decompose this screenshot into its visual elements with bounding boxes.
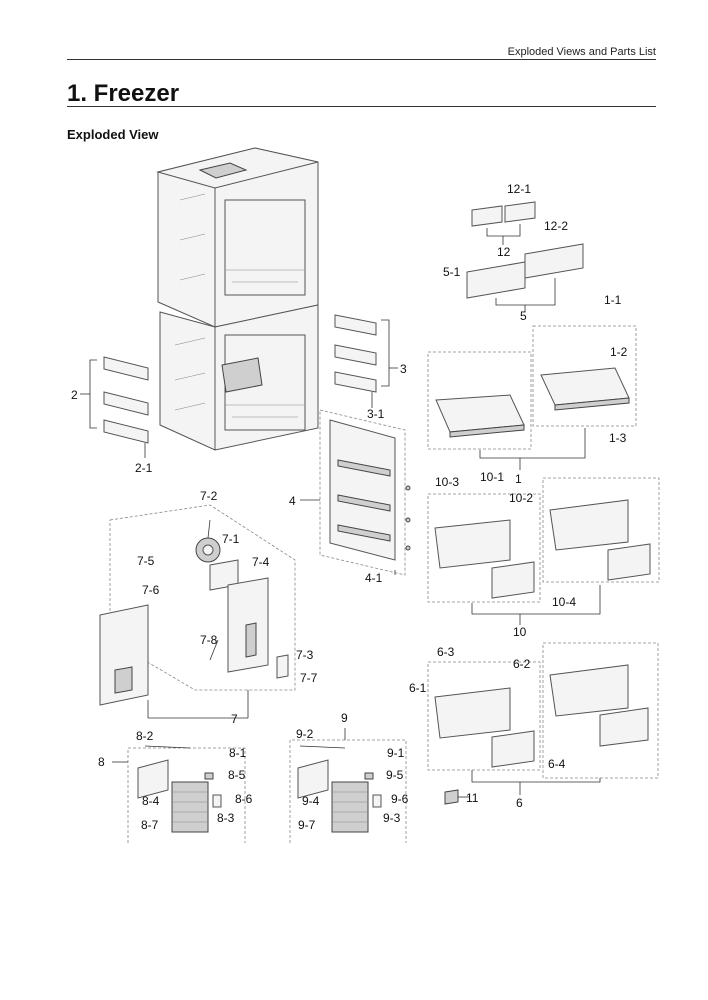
header-divider [67, 59, 656, 60]
label-5: 5 [520, 309, 527, 323]
label-10-3: 10-3 [435, 475, 459, 489]
top-brackets [466, 201, 584, 312]
label-9: 9 [341, 711, 348, 725]
label-10-2: 10-2 [509, 491, 533, 505]
title-divider [67, 106, 656, 107]
label-10: 10 [513, 625, 527, 639]
evaporator-assembly-left [112, 745, 246, 843]
label-6-2: 6-2 [513, 657, 531, 671]
label-1: 1 [515, 472, 522, 486]
label-8-4: 8-4 [142, 794, 160, 808]
label-3: 3 [400, 362, 407, 376]
section-title: Exploded View [67, 127, 159, 142]
label-2-1: 2-1 [135, 461, 153, 475]
clip-part [444, 789, 470, 805]
label-9-3: 9-3 [383, 811, 401, 825]
label-12-2: 12-2 [544, 219, 568, 233]
label-11: 11 [466, 791, 479, 805]
label-1-2: 1-2 [610, 345, 628, 359]
section-header: Exploded Views and Parts List [507, 46, 656, 58]
label-9-5: 9-5 [386, 768, 404, 782]
left-rails [80, 356, 149, 458]
label-8: 8 [98, 755, 105, 769]
label-7-4: 7-4 [252, 555, 270, 569]
label-10-1: 10-1 [480, 470, 504, 484]
label-8-7: 8-7 [141, 818, 159, 832]
evaporator-cover-assembly [99, 504, 296, 719]
rear-panel-assembly [300, 409, 411, 576]
label-8-1: 8-1 [229, 746, 247, 760]
page-title: 1. Freezer [67, 80, 180, 107]
label-6-3: 6-3 [437, 645, 455, 659]
label-9-7: 9-7 [298, 818, 316, 832]
label-4-1: 4-1 [365, 571, 383, 585]
label-7: 7 [231, 712, 238, 726]
label-7-6: 7-6 [142, 583, 160, 597]
label-9-2: 9-2 [296, 727, 314, 741]
cabinet-upper [156, 147, 319, 328]
lower-drawer-group [427, 642, 659, 795]
label-8-5: 8-5 [228, 768, 246, 782]
label-6-4: 6-4 [548, 757, 566, 771]
label-8-3: 8-3 [217, 811, 235, 825]
label-1-1: 1-1 [604, 293, 622, 307]
label-10-4: 10-4 [552, 595, 576, 609]
label-9-1: 9-1 [387, 746, 405, 760]
label-8-2: 8-2 [136, 729, 154, 743]
label-7-7: 7-7 [300, 671, 318, 685]
label-1-3: 1-3 [609, 431, 627, 445]
cabinet-lower [159, 304, 319, 451]
label-5-1: 5-1 [443, 265, 461, 279]
label-12: 12 [497, 245, 511, 259]
label-6-1: 6-1 [409, 681, 427, 695]
label-7-3: 7-3 [296, 648, 314, 662]
right-rails [334, 314, 398, 408]
label-9-4: 9-4 [302, 794, 320, 808]
evaporator-assembly-right [289, 728, 407, 843]
label-6: 6 [516, 796, 523, 810]
label-7-2: 7-2 [200, 489, 218, 503]
label-7-5: 7-5 [137, 554, 155, 568]
middle-drawer-group [427, 477, 660, 625]
label-12-1: 12-1 [507, 182, 531, 196]
freezer-tray-group [427, 325, 637, 470]
label-4: 4 [289, 494, 296, 508]
label-8-6: 8-6 [235, 792, 253, 806]
label-9-6: 9-6 [391, 792, 409, 806]
label-3-1: 3-1 [367, 407, 385, 421]
label-7-1: 7-1 [222, 532, 240, 546]
label-2: 2 [71, 388, 78, 402]
label-7-8: 7-8 [200, 633, 218, 647]
